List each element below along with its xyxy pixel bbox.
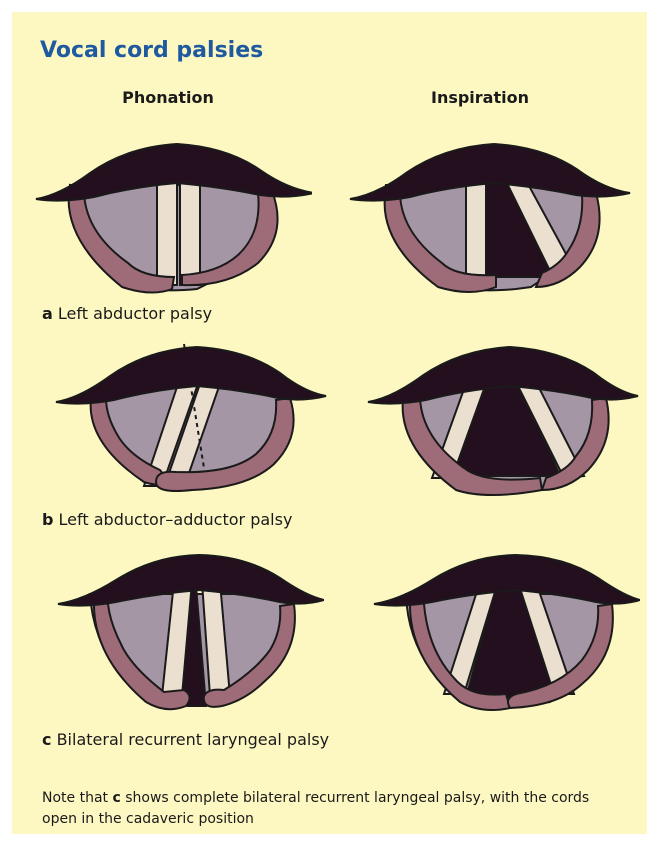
caption-c-text: Bilateral recurrent laryngeal palsy bbox=[51, 730, 329, 749]
footnote-letter: c bbox=[112, 790, 120, 806]
footnote: Note that c shows complete bilateral rec… bbox=[42, 788, 622, 830]
larynx-a-inspiration bbox=[346, 137, 631, 302]
larynx-b-phonation bbox=[52, 340, 327, 500]
left-vocal-cord bbox=[157, 175, 177, 285]
caption-b-text: Left abductor–adductor palsy bbox=[53, 510, 292, 529]
caption-a-letter: a bbox=[42, 304, 53, 323]
larynx-c-inspiration bbox=[370, 546, 640, 716]
footnote-prefix: Note that bbox=[42, 790, 112, 806]
caption-c: c Bilateral recurrent laryngeal palsy bbox=[42, 730, 329, 749]
caption-a: a Left abductor palsy bbox=[42, 304, 212, 323]
figure-title: Vocal cord palsies bbox=[40, 38, 263, 63]
column-header-inspiration: Inspiration bbox=[370, 88, 590, 107]
figure-panel: Vocal cord palsies Phonation Inspiration… bbox=[12, 12, 647, 834]
larynx-b-inspiration bbox=[364, 340, 639, 505]
left-vocal-cord bbox=[466, 175, 486, 287]
column-header-phonation: Phonation bbox=[58, 88, 278, 107]
larynx-c-phonation bbox=[54, 546, 324, 716]
caption-b-letter: b bbox=[42, 510, 53, 529]
larynx-a-phonation bbox=[32, 137, 312, 302]
right-vocal-cord bbox=[180, 175, 200, 285]
caption-b: b Left abductor–adductor palsy bbox=[42, 510, 292, 529]
footnote-text: shows complete bilateral recurrent laryn… bbox=[42, 790, 589, 827]
caption-a-text: Left abductor palsy bbox=[53, 304, 212, 323]
